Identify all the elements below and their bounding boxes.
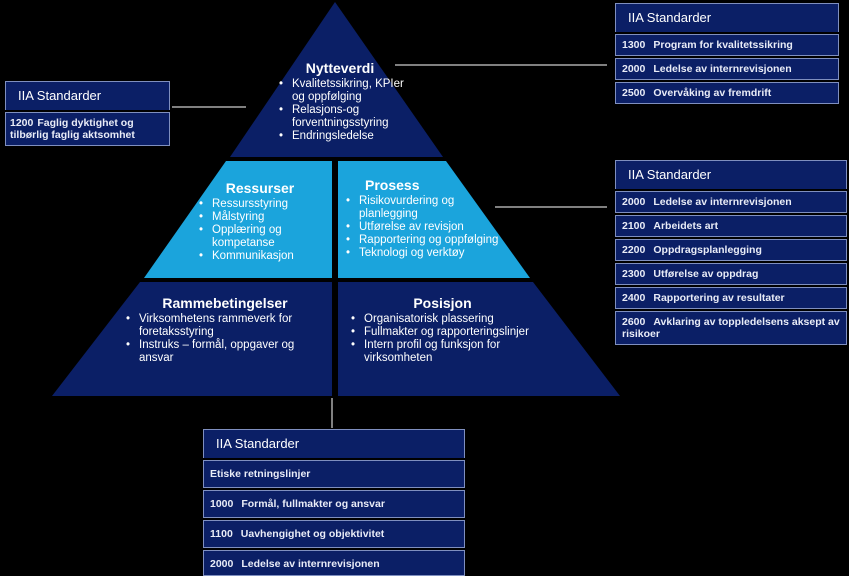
standard-code: 1300 (622, 39, 646, 51)
standard-code: 2600 (622, 316, 646, 328)
segment-mid-left-title: Ressurser (225, 180, 295, 196)
standard-text: Ledelse av internrevisjonen (653, 196, 792, 208)
standard-text: Ledelse av internrevisjonen (241, 558, 380, 570)
standards-box-top-right: IIA Standarder 1300 Program for kvalitets… (615, 3, 839, 104)
standards-header: IIA Standarder (615, 3, 839, 32)
standard-text: Arbeidets art (653, 220, 719, 232)
standard-text: Program for kvalitetssikring (653, 39, 793, 51)
standards-row: 1100 Uavhengighet og objektivitet (203, 520, 465, 548)
list-item: Organisatorisk plassering (351, 313, 535, 326)
standard-code: 2300 (622, 268, 646, 280)
standard-code: 1100 (210, 528, 233, 540)
standards-row: 2000 Ledelse av internrevisjonen (615, 58, 839, 80)
list-item: Instruks – formål, oppgaver og ansvar (126, 339, 325, 365)
list-item: Risikovurdering og planlegging (346, 195, 510, 221)
segment-mid-right-list: Risikovurdering og planlegging Utførelse… (345, 195, 510, 260)
standard-text: Formål, fullmakter og ansvar (241, 498, 385, 510)
list-item: Rapportering og oppfølging (346, 234, 510, 247)
standard-text: Rapportering av resultater (653, 292, 785, 304)
standard-text: Faglig dyktighet og tilbørlig faglig akt… (10, 117, 135, 141)
standards-header: IIA Standarder (615, 160, 847, 189)
list-item: Teknologi og verktøy (346, 247, 510, 260)
standards-row: 1300 Program for kvalitetssikring (615, 34, 839, 56)
standard-code: 1000 (210, 498, 234, 510)
standard-code: 2200 (622, 244, 646, 256)
standards-row: 2000 Ledelse av internrevisjonen (615, 191, 847, 213)
standard-text: Overvåking av fremdrift (653, 87, 772, 99)
standards-box-bottom: IIA Standarder Etiske retningslinjer 100… (203, 429, 465, 576)
standards-row: 1000 Formål, fullmakter og ansvar (203, 490, 465, 518)
list-item: Kvalitetssikring, KPIer og oppfølging (279, 78, 410, 104)
list-item: Opplæring og kompetanse (199, 224, 330, 250)
standards-row: 2100 Arbeidets art (615, 215, 847, 237)
standard-text: Uavhengighet og objektivitet (240, 528, 385, 540)
standard-text: Etiske retningslinjer (210, 468, 311, 480)
list-item: Fullmakter og rapporteringslinjer (351, 326, 535, 339)
segment-bottom-left-title: Rammebetingelser (162, 295, 288, 311)
segment-top-list: Kvalitetssikring, KPIer og oppfølging Re… (270, 78, 410, 143)
segment-mid-right-text: Prosess Risikovurdering og planlegging U… (345, 177, 510, 260)
standard-text: Avklaring av toppledelsens aksept av ris… (622, 316, 840, 340)
standards-row: Etiske retningslinjer (203, 460, 465, 488)
standard-text: Oppdragsplanlegging (653, 244, 762, 256)
list-item: Kommunikasjon (199, 250, 330, 263)
standard-code: 2000 (622, 63, 646, 75)
segment-bottom-right-title: Posisjon (413, 295, 472, 311)
segment-mid-left-text: Ressurser Ressursstyring Målstyring Oppl… (190, 180, 330, 263)
segment-bottom-right-text: Posisjon Organisatorisk plassering Fullm… (350, 295, 535, 365)
standards-header: IIA Standarder (203, 429, 465, 458)
standard-code: 2000 (210, 558, 234, 570)
standard-text: Utførelse av oppdrag (653, 268, 759, 280)
standards-row: 2500 Overvåking av fremdrift (615, 82, 839, 104)
standards-row: 2300 Utførelse av oppdrag (615, 263, 847, 285)
standards-row: 2400 Rapportering av resultater (615, 287, 847, 309)
standard-code: 2400 (622, 292, 646, 304)
segment-mid-left-list: Ressursstyring Målstyring Opplæring og k… (190, 198, 330, 263)
list-item: Utførelse av revisjon (346, 221, 510, 234)
standards-row: 2000 Ledelse av internrevisjonen (203, 550, 465, 576)
segment-top-text: Nytteverdi Kvalitetssikring, KPIer og op… (270, 60, 410, 143)
segment-top-title: Nytteverdi (305, 60, 375, 76)
segment-bottom-left-text: Rammebetingelser Virksomhetens rammeverk… (125, 295, 325, 365)
standards-header: IIA Standarder (5, 81, 170, 110)
standard-text: Ledelse av internrevisjonen (653, 63, 792, 75)
list-item: Intern profil og funksjon for virksomhet… (351, 339, 535, 365)
segment-mid-right-title: Prosess (365, 177, 420, 193)
list-item: Relasjons-og forventningsstyring (279, 104, 410, 130)
standard-code: 2000 (622, 196, 646, 208)
list-item: Målstyring (199, 211, 330, 224)
standard-code: 2100 (622, 220, 646, 232)
list-item: Virksomhetens rammeverk for foretaksstyr… (126, 313, 325, 339)
standards-box-mid-right: IIA Standarder 2000 Ledelse av internrevi… (615, 160, 847, 345)
list-item: Ressursstyring (199, 198, 330, 211)
segment-bottom-right-list: Organisatorisk plassering Fullmakter og … (350, 313, 535, 365)
standards-row: 2200 Oppdragsplanlegging (615, 239, 847, 261)
standard-code: 2500 (622, 87, 646, 99)
list-item: Endringsledelse (279, 130, 410, 143)
standard-code: 1200 (10, 117, 34, 129)
segment-bottom-left-list: Virksomhetens rammeverk for foretaksstyr… (125, 313, 325, 365)
